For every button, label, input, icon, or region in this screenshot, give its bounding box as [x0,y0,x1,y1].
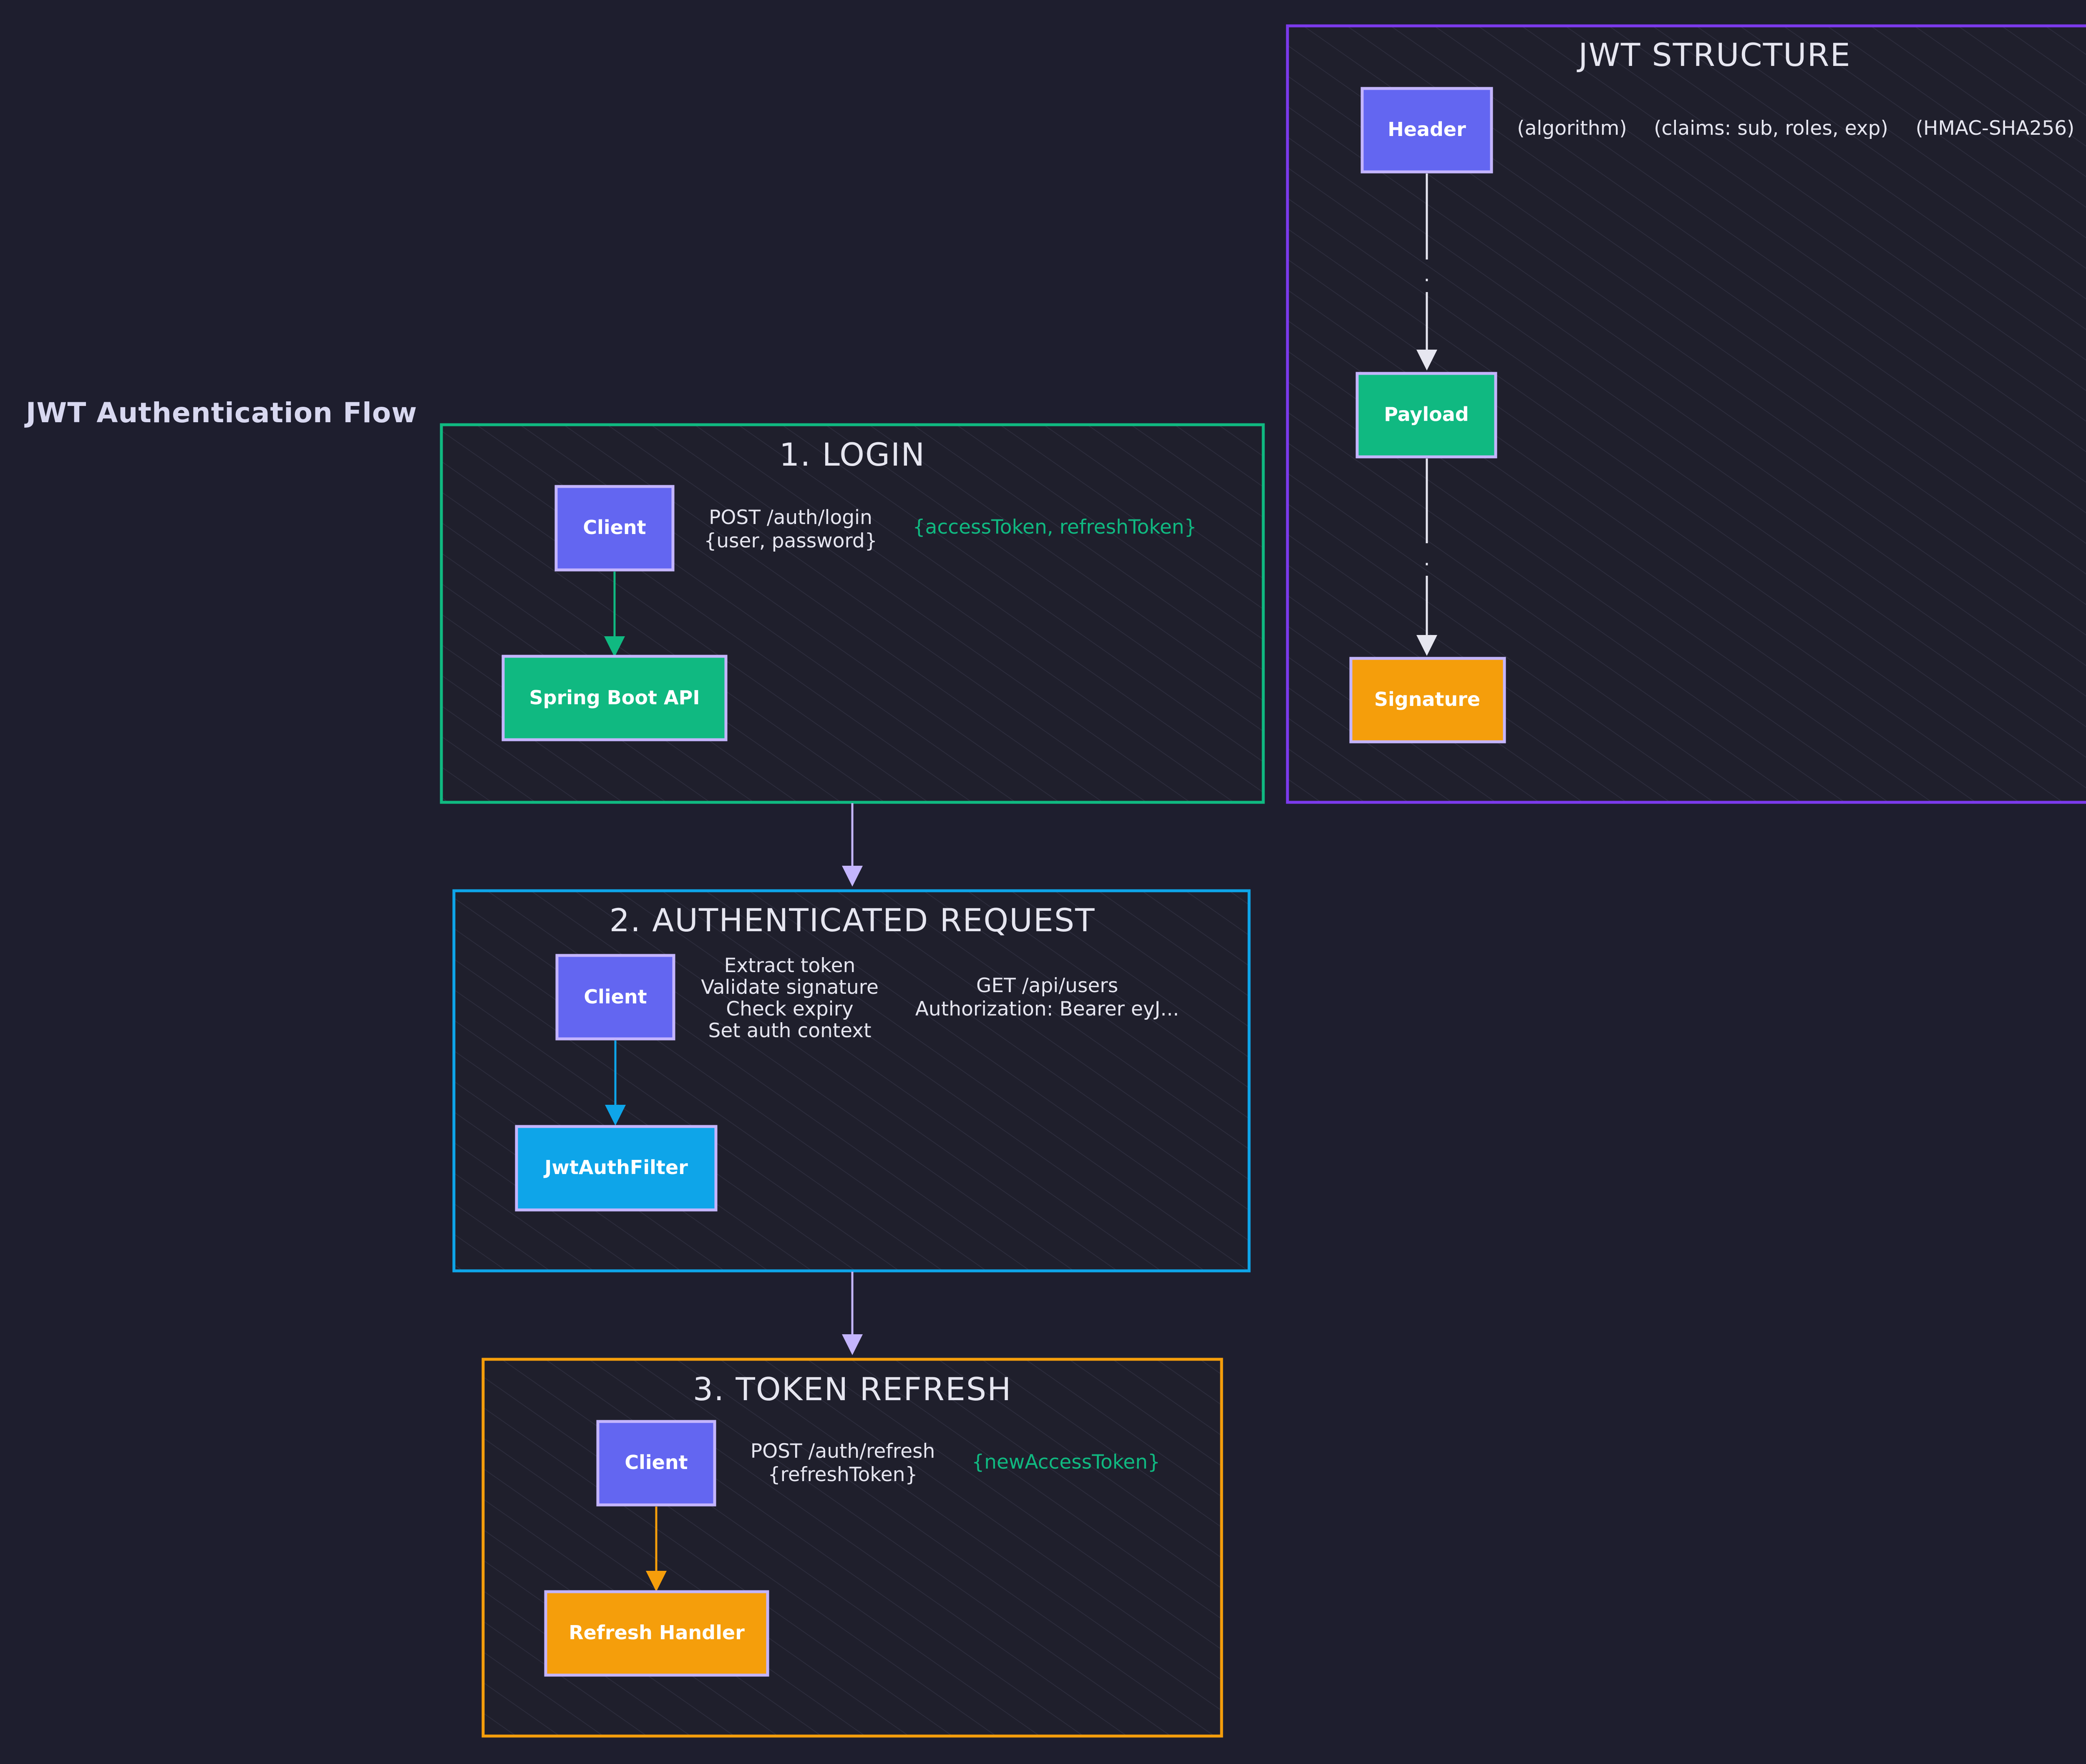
refresh-frame-border [481,1358,1223,1738]
request-frame-title: 2. AUTHENTICATED REQUEST [610,902,1096,939]
page-title: JWT Authentication Flow [24,397,417,429]
login-response-label: {accessToken, refreshToken} [913,516,1197,539]
spring-boot-api-node[interactable] [501,655,728,741]
request-line-2: Authorization: Bearer eyJ... [915,998,1179,1021]
structure-frame: JWT STRUCTURE Header . Payload . Signatu… [1286,24,2086,804]
signature-label: Signature [1374,688,1480,711]
signature-note: (HMAC-SHA256) [1916,117,2075,140]
spring-boot-api-label: Spring Boot API [529,686,700,709]
header-node[interactable] [1360,87,1493,174]
refresh-client-node[interactable] [596,1420,716,1507]
separator-dot-2: . [1424,547,1430,570]
request-step-4: Set auth context [708,1019,871,1042]
request-client-label: Client [584,985,647,1008]
login-frame-border [440,423,1265,804]
login-frame: 1. LOGIN Client Spring Boot API POST /au… [440,423,1265,804]
header-note: (algorithm) [1517,117,1627,140]
refresh-client-label: Client [625,1451,688,1474]
refresh-frame: 3. TOKEN REFRESH Client Refresh Handler … [481,1358,1223,1738]
request-line-1: GET /api/users [976,974,1118,997]
request-client-node[interactable] [555,954,675,1041]
refresh-handler-label: Refresh Handler [569,1621,745,1644]
login-frame-title: 1. LOGIN [779,436,925,473]
refresh-frame-title: 3. TOKEN REFRESH [693,1371,1012,1408]
payload-note: (claims: sub, roles, exp) [1654,117,1888,140]
refresh-response-label: {newAccessToken} [972,1451,1160,1474]
refresh-handler-node[interactable] [544,1590,769,1677]
separator-dot-1: . [1424,263,1430,286]
login-client-node[interactable] [554,485,675,572]
structure-frame-title: JWT STRUCTURE [1577,36,1851,73]
signature-node[interactable] [1349,657,1506,743]
jwt-auth-filter-node[interactable] [515,1125,718,1212]
request-frame-border [452,889,1251,1273]
request-step-1: Extract token [724,954,856,977]
jwt-auth-filter-label: JwtAuthFilter [543,1156,688,1179]
payload-label: Payload [1384,403,1469,426]
request-frame: 2. AUTHENTICATED REQUEST Client JwtAuthF… [452,889,1251,1273]
login-client-label: Client [583,516,646,539]
request-step-2: Validate signature [701,976,879,999]
refresh-request-line-1: POST /auth/refresh [751,1440,935,1463]
login-request-line-1: POST /auth/login [709,506,872,529]
request-step-3: Check expiry [726,998,853,1021]
header-label: Header [1388,118,1466,141]
login-request-line-2: {user, password} [704,529,877,552]
refresh-request-line-2: {refreshToken} [768,1463,918,1486]
payload-node[interactable] [1355,372,1497,459]
